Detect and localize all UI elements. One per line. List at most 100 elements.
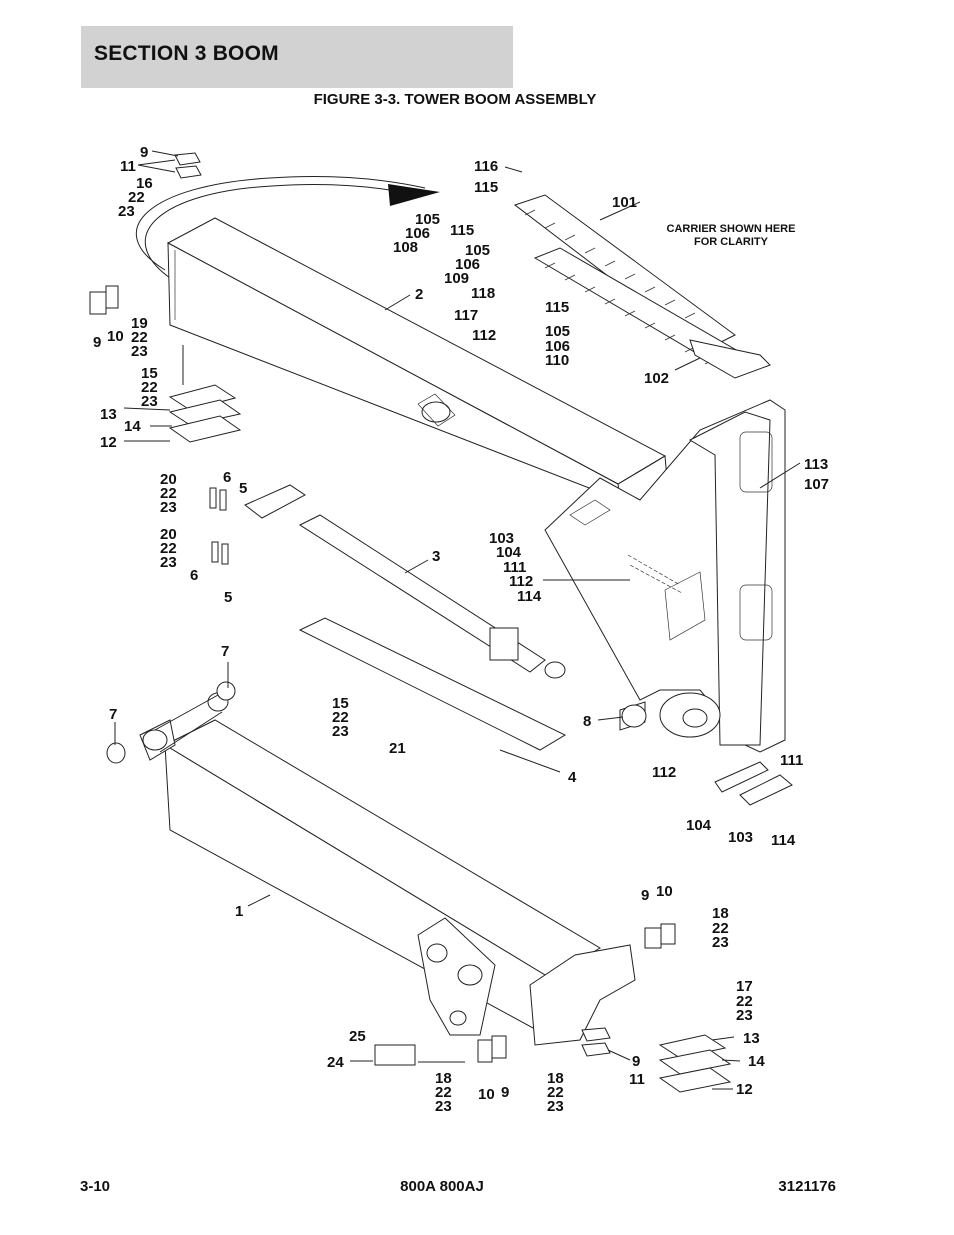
carrier-note-line1: CARRIER SHOWN HERE [667,223,796,235]
callout-22-left: 22 [131,329,148,346]
callout-8: 8 [583,713,591,730]
doc-number: 3121176 [778,1178,836,1195]
callout-112-a: 112 [472,327,496,344]
callout-116: 116 [474,158,498,175]
callout-104-a: 104 [496,544,522,561]
callout-103-a: 103 [489,530,514,547]
callout-20-b: 20 [160,526,177,543]
callout-17: 17 [736,978,753,995]
callout-10-right: 10 [656,883,673,900]
callout-9-top: 9 [140,144,148,161]
callout-1: 1 [235,903,243,920]
callout-6-b: 6 [190,567,198,584]
callout-115-a: 115 [474,179,498,196]
callout-20-a: 20 [160,471,177,488]
callout-15-a: 15 [141,365,158,382]
callout-14-b: 14 [748,1053,765,1070]
misc-small-parts [89,152,793,1093]
callout-13-a: 13 [100,406,117,423]
callout-24: 24 [327,1054,344,1071]
callout-106-a: 106 [405,225,430,242]
callout-18-c: 18 [547,1070,564,1087]
callout-7-b: 7 [109,706,117,723]
callout-23-top: 23 [118,203,135,220]
callout-18-a: 18 [712,905,729,922]
callout-3: 3 [432,548,440,565]
leader-lines [114,150,801,1090]
callout-107: 107 [804,476,829,493]
callout-114-b: 114 [771,832,796,849]
callout-23-e: 23 [712,934,729,951]
carrier-note-line2: FOR CLARITY [694,236,769,248]
callout-15-b: 15 [332,695,349,712]
callout-109: 109 [444,270,469,287]
callout-23-left: 23 [131,343,148,360]
callout-13-b: 13 [743,1030,760,1047]
callout-5-b: 5 [224,589,232,606]
callout-106-c: 106 [545,338,570,355]
callout-105-a: 105 [415,211,440,228]
callout-117: 117 [454,307,478,324]
callout-11-bottom: 11 [629,1071,645,1088]
callout-23-c: 23 [160,554,177,571]
callout-23-h: 23 [547,1098,564,1115]
callout-2: 2 [415,286,423,303]
callout-22-a: 22 [141,379,158,396]
callout-102: 102 [644,370,669,387]
callout-105-c: 105 [545,323,570,340]
callout-115-b: 115 [450,222,474,239]
callout-21: 21 [389,740,406,757]
base-boom-part-1 [139,692,636,1046]
callout-4: 4 [568,769,577,786]
callout-118: 118 [471,285,495,302]
callout-9-bottom-b: 9 [501,1084,509,1101]
section-header-band: SECTION 3 BOOM [81,26,513,88]
lift-cylinder-part-3 [244,484,566,679]
callout-10-left: 10 [107,328,124,345]
callout-112-c: 112 [652,764,676,781]
callout-23-d: 23 [332,723,349,740]
callout-23-f: 23 [736,1007,753,1024]
callout-103-b: 103 [728,829,753,846]
tower-boom-part-2 [166,217,786,753]
callout-14-a: 14 [124,418,141,435]
routing-arrow [135,175,440,279]
callout-101: 101 [612,194,637,211]
callout-106-b: 106 [455,256,480,273]
callout-10-bottom: 10 [478,1086,495,1103]
callout-104-b: 104 [686,817,712,834]
callout-19: 19 [131,315,148,332]
callout-22-top: 22 [128,189,145,206]
page-number: 3-10 [80,1178,111,1195]
callout-labels: 9 11 16 22 23 116 115 105 106 108 115 10… [93,144,829,1115]
figure-title: FIGURE 3-3. TOWER BOOM ASSEMBLY [0,91,954,108]
callout-16: 16 [136,175,153,192]
callout-111-b: 111 [780,752,803,769]
callout-9-right: 9 [641,887,649,904]
callout-110: 110 [545,352,569,369]
cable-carrier-101 [513,194,771,379]
callout-108: 108 [393,239,418,256]
callout-9-bottom: 9 [632,1053,640,1070]
callout-11-top: 11 [120,158,136,175]
callout-22-e: 22 [712,920,729,937]
callout-23-a: 23 [141,393,158,410]
callout-22-f: 22 [736,993,753,1010]
callout-115-c: 115 [545,299,569,316]
callout-113: 113 [804,456,828,473]
callout-25: 25 [349,1028,366,1045]
callout-22-b: 22 [160,485,177,502]
callout-23-b: 23 [160,499,177,516]
callout-12-a: 12 [100,434,117,451]
section-title: SECTION 3 BOOM [94,42,279,65]
callout-22-h: 22 [547,1084,564,1101]
callout-22-c: 22 [160,540,177,557]
callout-105-b: 105 [465,242,490,259]
callout-112-b: 112 [509,573,533,590]
callout-12-b: 12 [736,1081,753,1098]
figure-title-text: FIGURE 3-3. TOWER BOOM ASSEMBLY [313,91,597,108]
callout-23-g: 23 [435,1098,452,1115]
callout-22-g: 22 [435,1084,452,1101]
callout-22-d: 22 [332,709,349,726]
